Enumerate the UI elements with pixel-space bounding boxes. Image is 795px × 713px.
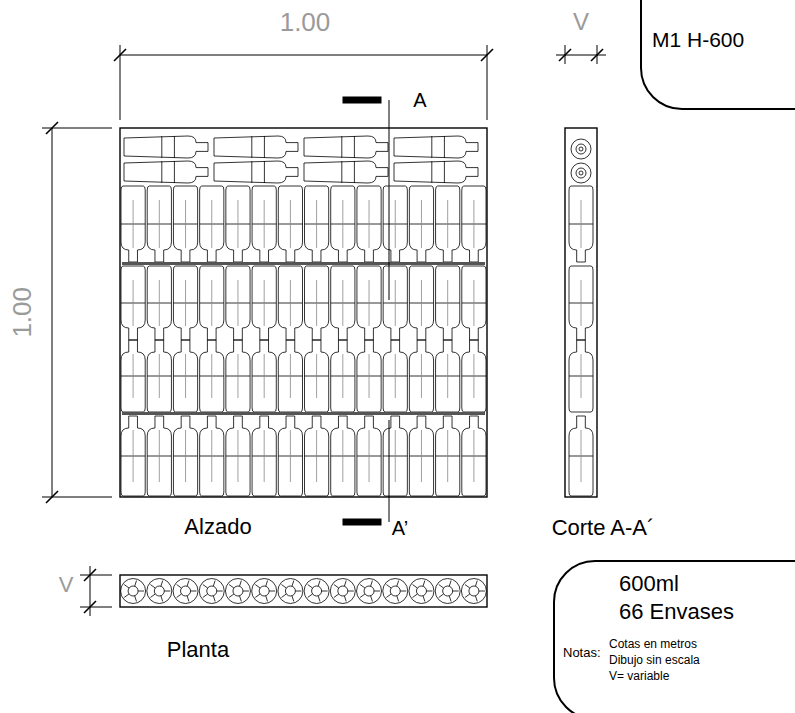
dimension-text: V	[571, 9, 591, 35]
notes-block: 600ml 66 EnvasesNotas: Cotas en metrosDibu…	[553, 560, 795, 713]
dimension-text: 1.00	[8, 285, 37, 340]
section-mark: A’	[390, 517, 410, 539]
note-text: Cotas en metros	[609, 638, 697, 651]
dimension-text: V	[57, 573, 76, 597]
view-title: Planta	[165, 638, 231, 662]
note-text: Dibujo sin escala	[609, 654, 700, 667]
title-text: M1 H-600	[652, 28, 744, 51]
view-title: Alzado	[182, 515, 253, 539]
section-mark: A	[411, 89, 428, 111]
dimension-text: 1.00	[278, 8, 333, 37]
note-text: Notas:	[563, 646, 601, 660]
title-text: 600ml	[619, 572, 679, 596]
note-text: V= variable	[609, 670, 669, 683]
note-text: 66 Envases	[619, 600, 734, 624]
title-block: M1 H-600	[640, 0, 795, 110]
view-title: Corte A-A´	[550, 516, 657, 540]
